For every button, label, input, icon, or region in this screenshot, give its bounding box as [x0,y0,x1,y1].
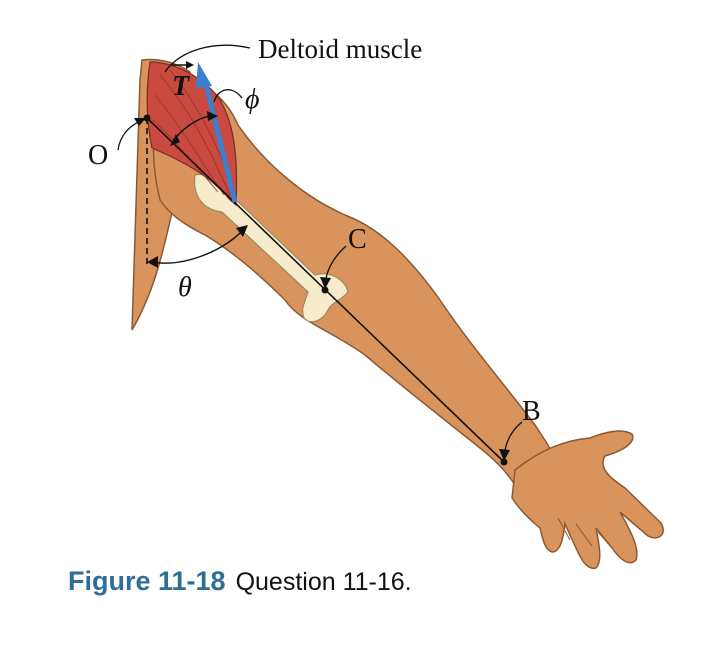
vector-bar-head [186,61,194,69]
muscle-fibers [152,69,235,196]
theta-arc-arrow-right [236,225,248,237]
tension-force-arrow [202,79,238,203]
figure-number: Figure 11-18 [68,566,226,596]
theta-label: θ [178,272,192,303]
phi-label: ϕ [245,84,260,115]
tension-arrowhead [196,62,212,88]
point-c-marker [321,286,329,294]
phi-arc-arrow-left [170,134,180,146]
theta-arc-arrow-left [147,256,158,268]
point-c-label: C [348,224,367,255]
phi-arc-arrow-right [207,111,218,121]
point-b-marker [500,458,508,466]
deltoid-leader-line [164,44,251,73]
point-o-marker [143,114,151,122]
deltoid-label: Deltoid muscle [258,34,422,64]
origin-label: O [88,140,108,171]
figure-caption: Figure 11-18 Question 11-16. [68,566,412,597]
arm-skin [152,74,561,486]
b-leader-arrow [499,449,510,461]
theta-angle-arc [149,227,246,264]
tension-label: T [172,71,191,102]
phi-leader-line [213,89,243,103]
humerus-bone [194,173,349,323]
figure-caption-text: Question 11-16. [235,568,412,596]
hand [511,430,664,570]
c-leader-arrow [320,277,331,289]
point-b-label: B [522,396,541,427]
o-leader-arrow [134,118,146,126]
finger-creases [557,517,613,549]
